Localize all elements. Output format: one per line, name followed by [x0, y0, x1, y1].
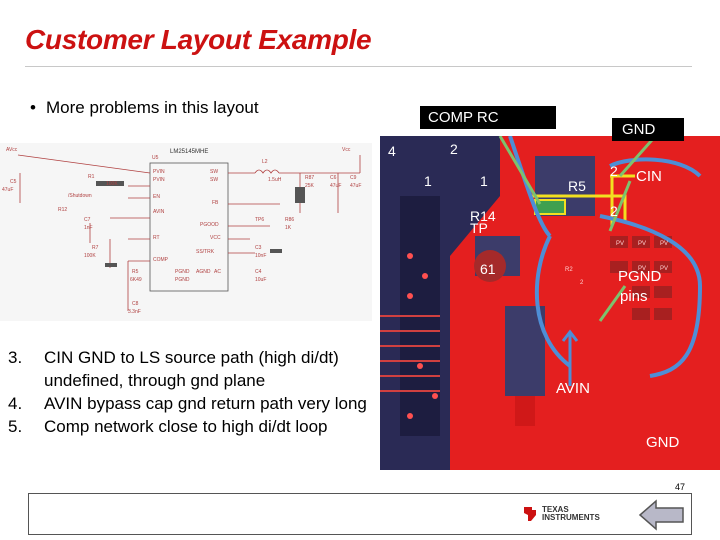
svg-text:2: 2	[450, 141, 458, 157]
comp-rc-callout: COMP RC	[420, 106, 556, 129]
svg-text:AVIN: AVIN	[153, 209, 165, 215]
pgnd-label: PGND	[618, 268, 662, 285]
svg-text:6K49: 6K49	[130, 277, 142, 283]
svg-text:10uF: 10uF	[255, 277, 266, 283]
ti-logo-text: INSTRUMENTS	[542, 513, 600, 522]
svg-text:47uF: 47uF	[2, 187, 13, 193]
svg-text:3.3nF: 3.3nF	[128, 309, 141, 315]
svg-text:2: 2	[610, 203, 618, 219]
svg-text:47uF: 47uF	[330, 183, 341, 189]
svg-text:PGND: PGND	[175, 277, 190, 283]
svg-text:47uF: 47uF	[350, 183, 361, 189]
list-item: 3.CIN GND to LS source path (high di/dt)…	[8, 348, 339, 390]
pcb-layout-image: 4 2 1 1 2 2 R14 TP R5 61 PV R2 2 PV PV P…	[380, 136, 720, 470]
pins-label: pins	[620, 288, 648, 305]
svg-text:1K: 1K	[285, 225, 292, 231]
bullet-text: More problems in this layout	[46, 98, 259, 117]
svg-text:C7: C7	[84, 217, 91, 223]
svg-text:RT: RT	[153, 235, 160, 241]
svg-text:FB: FB	[212, 200, 219, 206]
svg-text:25K: 25K	[305, 183, 315, 189]
svg-text:U5: U5	[152, 155, 159, 161]
avin-label: AVIN	[556, 380, 590, 397]
svg-text:PV: PV	[660, 266, 668, 272]
svg-text:R86: R86	[285, 217, 294, 223]
cin-label: CIN	[636, 168, 662, 185]
svg-text:C3: C3	[255, 245, 262, 251]
footer-bar	[28, 493, 692, 535]
bullet-dot-icon: •	[30, 98, 36, 117]
svg-text:1nF: 1nF	[84, 225, 93, 231]
svg-text:COMP: COMP	[153, 257, 169, 263]
svg-text:R14: R14	[470, 208, 496, 224]
svg-text:100K: 100K	[106, 181, 118, 187]
svg-text:AVcc: AVcc	[6, 147, 18, 153]
svg-text:R7: R7	[92, 245, 99, 251]
ti-logo-text: TEXAS	[542, 505, 569, 514]
svg-text:SW: SW	[210, 169, 218, 175]
svg-text:4: 4	[388, 143, 396, 159]
svg-text:1: 1	[424, 173, 432, 189]
svg-text:PGOOD: PGOOD	[200, 222, 219, 228]
svg-text:2: 2	[580, 280, 584, 286]
svg-text:PGND: PGND	[175, 269, 190, 275]
back-arrow-button[interactable]	[638, 499, 686, 531]
svg-text:EN: EN	[153, 194, 160, 200]
svg-text:PV: PV	[616, 241, 624, 247]
page-number: 47	[675, 482, 686, 492]
gnd-bottom-label: GND	[646, 434, 680, 451]
svg-text:1: 1	[480, 173, 488, 189]
svg-text:R12: R12	[58, 207, 67, 213]
svg-text:VCC: VCC	[210, 235, 221, 241]
svg-text:R87: R87	[305, 175, 314, 181]
svg-text:C6: C6	[330, 175, 337, 181]
svg-text:TP: TP	[470, 220, 488, 236]
svg-text:Vcc: Vcc	[342, 147, 351, 153]
svg-text:10nF: 10nF	[255, 253, 266, 259]
svg-text:61: 61	[480, 261, 496, 277]
svg-text:PV: PV	[660, 241, 668, 247]
svg-text:2: 2	[610, 163, 618, 179]
svg-text:C5: C5	[10, 179, 17, 185]
back-arrow-icon	[638, 499, 684, 531]
schematic-diagram: AVcc Vcc U5 LM25145MHE L2 1.5uH R1 100K …	[0, 143, 372, 321]
ti-logo: TEXAS INSTRUMENTS	[522, 505, 600, 523]
svg-text:LM25145MHE: LM25145MHE	[170, 149, 208, 155]
svg-text:AGND: AGND	[196, 269, 211, 275]
svg-text:SS/TRK: SS/TRK	[196, 249, 215, 255]
svg-text:/Shutdown: /Shutdown	[68, 193, 92, 199]
svg-text:L2: L2	[262, 159, 268, 165]
list-item: 4.AVIN bypass cap gnd return path very l…	[8, 394, 367, 413]
svg-text:100K: 100K	[84, 253, 96, 259]
title-divider	[25, 66, 692, 67]
problem-list: 3.CIN GND to LS source path (high di/dt)…	[8, 346, 368, 438]
svg-text:AC: AC	[214, 269, 221, 275]
list-item: 5.Comp network close to high di/dt loop	[8, 417, 328, 436]
ti-logo-icon	[524, 507, 536, 521]
gnd-top-callout: GND	[612, 118, 684, 141]
svg-text:TP6: TP6	[255, 217, 264, 223]
svg-text:PV: PV	[638, 266, 646, 272]
svg-text:R2: R2	[565, 267, 573, 273]
svg-text:PV: PV	[638, 241, 646, 247]
svg-text:C8: C8	[132, 301, 139, 307]
svg-text:C4: C4	[255, 269, 262, 275]
svg-text:SW: SW	[210, 177, 218, 183]
svg-text:C9: C9	[350, 175, 357, 181]
svg-text:R5: R5	[568, 178, 586, 194]
svg-text:PVIN: PVIN	[153, 177, 165, 183]
svg-text:R1: R1	[88, 174, 95, 180]
bullet-point: • More problems in this layout	[30, 98, 259, 118]
svg-text:1.5uH: 1.5uH	[268, 177, 282, 183]
svg-text:R5: R5	[132, 269, 139, 275]
slide-title: Customer Layout Example	[25, 24, 372, 55]
svg-text:PVIN: PVIN	[153, 169, 165, 175]
